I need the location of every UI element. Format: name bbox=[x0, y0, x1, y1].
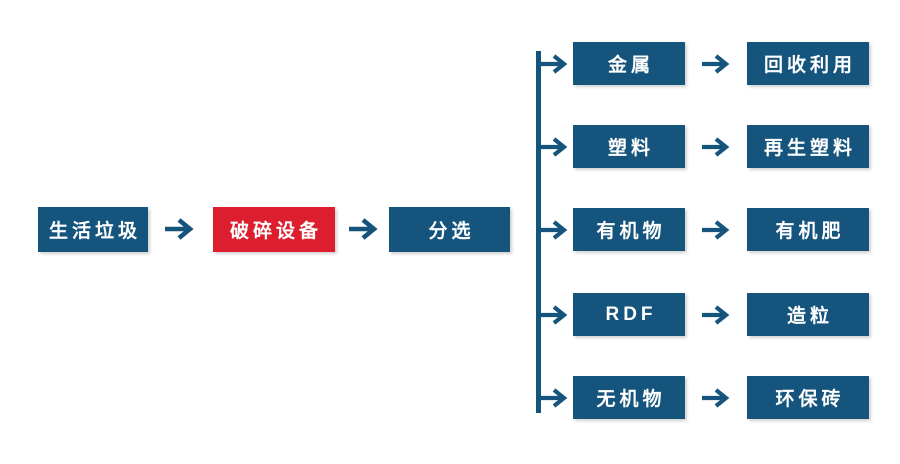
node-material-inorganic: 无机物 bbox=[573, 376, 685, 419]
branch-distribution-line bbox=[536, 51, 541, 413]
arrow-right-icon bbox=[702, 137, 730, 157]
arrow-right-icon bbox=[702, 388, 730, 408]
node-process: 破碎设备 bbox=[213, 207, 335, 252]
node-result-organic-fertilizer: 有机肥 bbox=[747, 208, 869, 251]
node-result-recycled-plastic: 再生塑料 bbox=[747, 125, 869, 168]
arrow-right-icon bbox=[702, 54, 730, 74]
node-material-plastic: 塑料 bbox=[573, 125, 685, 168]
arrow-right-icon bbox=[349, 218, 378, 240]
node-sorter: 分选 bbox=[389, 207, 510, 252]
node-result-granulation: 造粒 bbox=[747, 293, 869, 336]
arrow-right-icon bbox=[540, 220, 568, 240]
node-source: 生活垃圾 bbox=[38, 207, 148, 252]
node-material-organic: 有机物 bbox=[573, 208, 685, 251]
arrow-right-icon bbox=[165, 218, 194, 240]
arrow-right-icon bbox=[702, 305, 730, 325]
node-material-rdf: RDF bbox=[573, 293, 685, 336]
arrow-right-icon bbox=[540, 54, 568, 74]
node-result-eco-brick: 环保砖 bbox=[747, 376, 869, 419]
node-material-metal: 金属 bbox=[573, 42, 685, 85]
node-result-recycling: 回收利用 bbox=[747, 42, 869, 85]
arrow-right-icon bbox=[540, 388, 568, 408]
arrow-right-icon bbox=[702, 220, 730, 240]
arrow-right-icon bbox=[540, 137, 568, 157]
arrow-right-icon bbox=[540, 305, 568, 325]
